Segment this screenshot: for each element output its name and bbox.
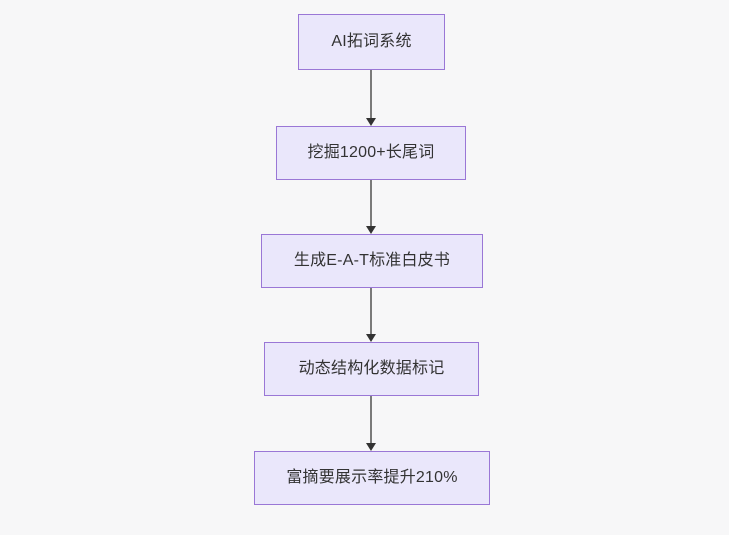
- flowchart-node-label: AI拓词系统: [331, 33, 412, 50]
- flowchart-node-n4[interactable]: 动态结构化数据标记: [264, 342, 479, 396]
- flowchart-node-label: 动态结构化数据标记: [298, 360, 445, 377]
- flowchart-node-n1[interactable]: AI拓词系统: [298, 14, 445, 70]
- arrow-line: [370, 396, 372, 443]
- flowchart-node-label: 挖掘1200+长尾词: [307, 144, 435, 161]
- flowchart-node-n3[interactable]: 生成E-A-T标准白皮书: [261, 234, 483, 288]
- arrow-head-icon: [366, 334, 376, 342]
- arrow-line: [370, 70, 372, 118]
- arrow-line: [370, 180, 372, 226]
- flowchart-node-n5[interactable]: 富摘要展示率提升210%: [254, 451, 490, 505]
- flowchart-node-label: 生成E-A-T标准白皮书: [293, 252, 451, 269]
- arrow-head-icon: [366, 226, 376, 234]
- arrow-line: [370, 288, 372, 334]
- arrow-head-icon: [366, 443, 376, 451]
- arrow-head-icon: [366, 118, 376, 126]
- flowchart-node-label: 富摘要展示率提升210%: [286, 469, 458, 486]
- flowchart-node-n2[interactable]: 挖掘1200+长尾词: [276, 126, 466, 180]
